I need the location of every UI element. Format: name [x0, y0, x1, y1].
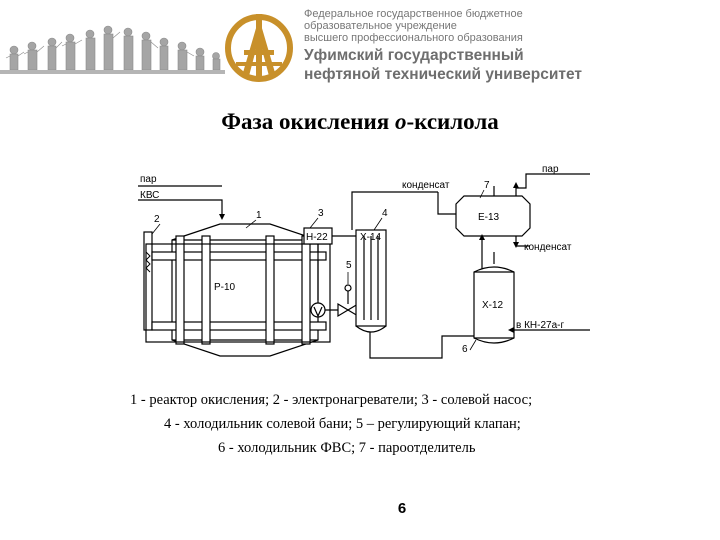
title-italic-letter: о	[394, 109, 407, 134]
org-line-1: Федеральное государственное бюджетное	[304, 8, 523, 20]
legend-line-1: 1 - реактор окисления; 2 - электронагрев…	[130, 392, 533, 408]
label-condensate-right: конденсат	[524, 242, 572, 253]
slide-title: Фаза окисления о-ксилола	[0, 109, 720, 135]
page-number: 6	[397, 500, 407, 517]
university-name-line-2: нефтяной технический университет	[304, 66, 582, 83]
label-reactor-r10: Р-10	[214, 282, 236, 293]
title-prefix: Фаза окисления	[221, 109, 395, 134]
label-separator-e13: Е-13	[478, 212, 500, 223]
organization-name-block: Федеральное государственное бюджетное об…	[304, 8, 582, 84]
title-suffix: -ксилола	[406, 109, 499, 134]
label-cooler-x12: Х-12	[482, 300, 504, 311]
label-num-7: 7	[484, 180, 490, 191]
control-valve	[337, 302, 359, 318]
label-num-4: 4	[382, 208, 388, 219]
electric-heater	[143, 231, 153, 331]
legend-line-3: 6 - холодильник ФВС; 7 - пароотделитель	[218, 440, 476, 456]
process-flow-diagram: пар КВС конденсат пар конденсат в КН-27а…	[138, 164, 590, 359]
label-steam-right: пар	[542, 164, 559, 175]
figures-frieze-image	[0, 25, 225, 74]
label-condensate-top: конденсат	[402, 180, 450, 191]
university-logo	[225, 14, 293, 82]
label-num-2: 2	[154, 214, 160, 225]
label-num-6: 6	[462, 344, 468, 355]
steam-separator-e13	[455, 195, 531, 237]
org-line-2: образовательное учреждение	[304, 20, 457, 32]
label-pump-h22: Н-22	[306, 232, 328, 243]
header: Федеральное государственное бюджетное об…	[0, 0, 720, 96]
label-num-1: 1	[256, 210, 262, 221]
legend-line-2: 4 - холодильник солевой бани; 5 – регули…	[164, 416, 521, 432]
kvs-line	[138, 199, 223, 216]
org-line-3: высшего профессионального образования	[304, 32, 523, 44]
university-name-line-1: Уфимский государственный	[304, 47, 524, 64]
label-cooler-x14: Х-14	[360, 232, 382, 243]
label-to-kn27: в КН-27а-г	[516, 320, 564, 331]
label-kvs: КВС	[140, 190, 159, 201]
label-num-3: 3	[318, 208, 324, 219]
label-steam-left: пар	[140, 174, 157, 185]
label-num-5: 5	[346, 260, 352, 271]
